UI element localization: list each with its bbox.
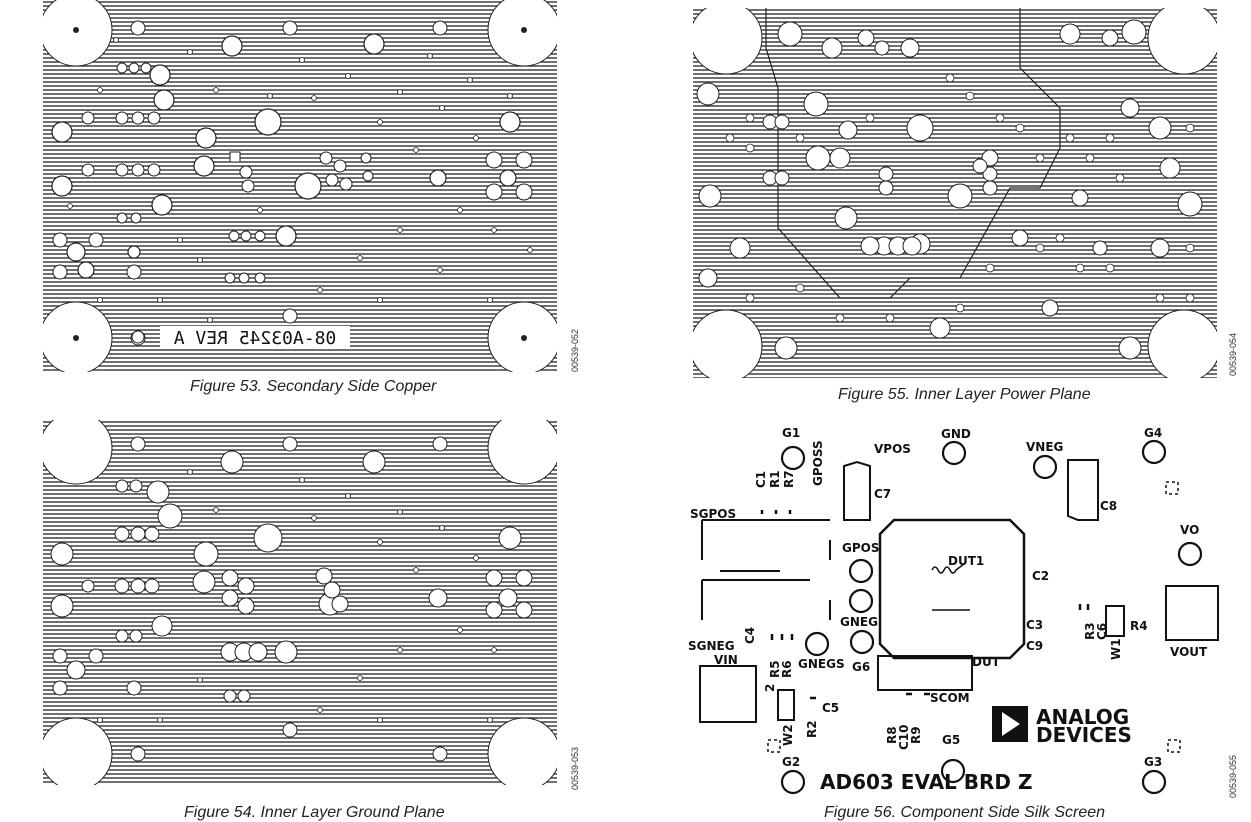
label-gposs: GPOSS	[811, 440, 825, 486]
label-gnegs: GNEGS	[798, 657, 845, 671]
label-gneg: GNEG	[840, 615, 878, 629]
label-c6: C6	[1095, 623, 1109, 640]
label-c4: C4	[743, 627, 757, 644]
label-dut: DUT	[972, 655, 1001, 669]
label-vout: VOUT	[1170, 645, 1208, 659]
label-g3: G3	[1144, 755, 1162, 769]
label-sgneg: SGNEG	[688, 639, 735, 653]
label-g2: G2	[782, 755, 800, 769]
figure-56-caption: Figure 56. Component Side Silk Screen	[824, 804, 1106, 821]
label-dut1: DUT1	[948, 554, 984, 568]
label-r2: R2	[805, 720, 819, 738]
label-r4: R4	[1130, 619, 1148, 633]
label-c2: C2	[1032, 569, 1049, 583]
label-g5: G5	[942, 733, 960, 747]
inner-layer-ground-plane-figure	[40, 420, 560, 785]
label-vo: VO	[1180, 523, 1199, 537]
label-2: 2	[763, 684, 777, 692]
logo-analog: ANALOG	[1036, 705, 1129, 729]
figure-54-caption: Figure 54. Inner Layer Ground Plane	[184, 804, 445, 821]
label-vneg: VNEG	[1026, 440, 1063, 454]
label-c3: C3	[1026, 618, 1043, 632]
secondary-side-copper-figure: 08-A03245 REV A	[40, 0, 560, 372]
label-r3: R3	[1083, 622, 1097, 640]
figure-54-code: 00539-053	[570, 746, 580, 790]
figure-56-code: 00539-055	[1228, 754, 1238, 798]
label-w1: W1	[1109, 638, 1123, 660]
label-c1: C1	[754, 471, 768, 488]
component-side-silk-screen-figure: ANALOG DEVICES AD603 EVAL BRD Z G1 VPOS …	[688, 426, 1219, 795]
label-r6: R6	[780, 660, 794, 678]
figure-53-code: 00539-052	[570, 328, 580, 372]
label-r7: R7	[782, 470, 796, 488]
label-vpos: VPOS	[874, 442, 911, 456]
label-sgpos: SGPOS	[690, 507, 736, 521]
label-c8: C8	[1100, 499, 1117, 513]
label-w2: W2	[781, 724, 795, 746]
label-r5: R5	[768, 660, 782, 678]
figure-55-code: 00539-054	[1228, 332, 1238, 376]
board-name: AD603 EVAL BRD Z	[820, 770, 1032, 794]
label-r1: R1	[768, 470, 782, 488]
label-gnd: GND	[941, 427, 971, 441]
label-g4: G4	[1144, 426, 1162, 440]
label-r9: R9	[909, 726, 923, 744]
inner-layer-power-plane-figure	[690, 8, 1220, 378]
figure-53-caption: Figure 53. Secondary Side Copper	[190, 378, 437, 395]
label-c7: C7	[874, 487, 891, 501]
board-part-number: 08-A03245 REV A	[174, 328, 337, 349]
label-c5: C5	[822, 701, 839, 715]
label-r8: R8	[885, 726, 899, 744]
label-g1: G1	[782, 426, 800, 440]
label-c10: C10	[897, 724, 911, 750]
logo-devices: DEVICES	[1036, 723, 1132, 747]
label-g6: G6	[852, 660, 870, 674]
label-gpos: GPOS	[842, 541, 880, 555]
figure-55-caption: Figure 55. Inner Layer Power Plane	[838, 386, 1091, 403]
label-c9: C9	[1026, 639, 1043, 653]
label-vin: VIN	[714, 653, 738, 667]
label-scom: SCOM	[930, 691, 970, 705]
